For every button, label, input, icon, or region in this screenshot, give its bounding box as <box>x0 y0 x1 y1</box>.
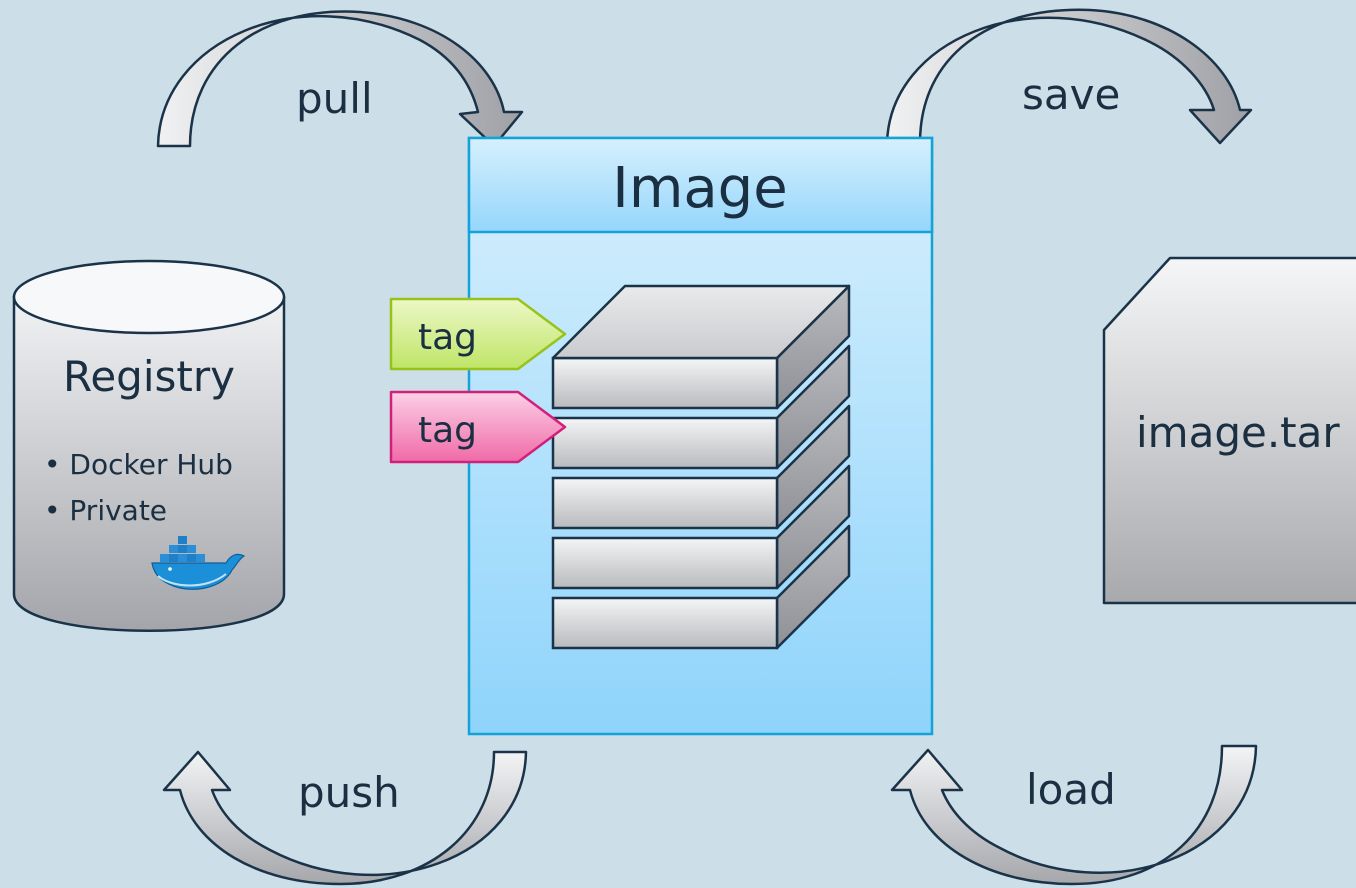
image-title: Image <box>612 156 787 221</box>
tag-pink[interactable]: tag <box>389 390 567 464</box>
image-tar-file: image.tar <box>1102 256 1356 605</box>
image-layer <box>551 344 851 470</box>
layer-stack <box>551 284 851 650</box>
registry-title: Registry <box>63 352 235 401</box>
tag-pink-label: tag <box>418 410 477 451</box>
tag-green-label: tag <box>418 317 477 358</box>
load-arrow <box>890 744 1258 886</box>
load-label: load <box>1026 765 1116 814</box>
push-label: push <box>298 768 400 817</box>
save-arrow <box>885 8 1253 145</box>
image-layer <box>551 284 851 410</box>
image-layer <box>551 464 851 590</box>
registry-item-private: • Private <box>44 494 167 527</box>
pull-arrow <box>156 10 524 148</box>
tag-green[interactable]: tag <box>389 297 567 371</box>
image-layer <box>551 524 851 650</box>
push-arrow <box>162 750 528 886</box>
save-label: save <box>1022 70 1120 119</box>
registry-item-docker-hub: • Docker Hub <box>44 448 233 481</box>
docker-whale-icon <box>151 536 246 590</box>
pull-label: pull <box>296 74 373 123</box>
image-tar-label: image.tar <box>1136 408 1340 457</box>
image-layer <box>551 404 851 530</box>
registry-cylinder: Registry • Docker Hub • Private <box>12 259 286 632</box>
